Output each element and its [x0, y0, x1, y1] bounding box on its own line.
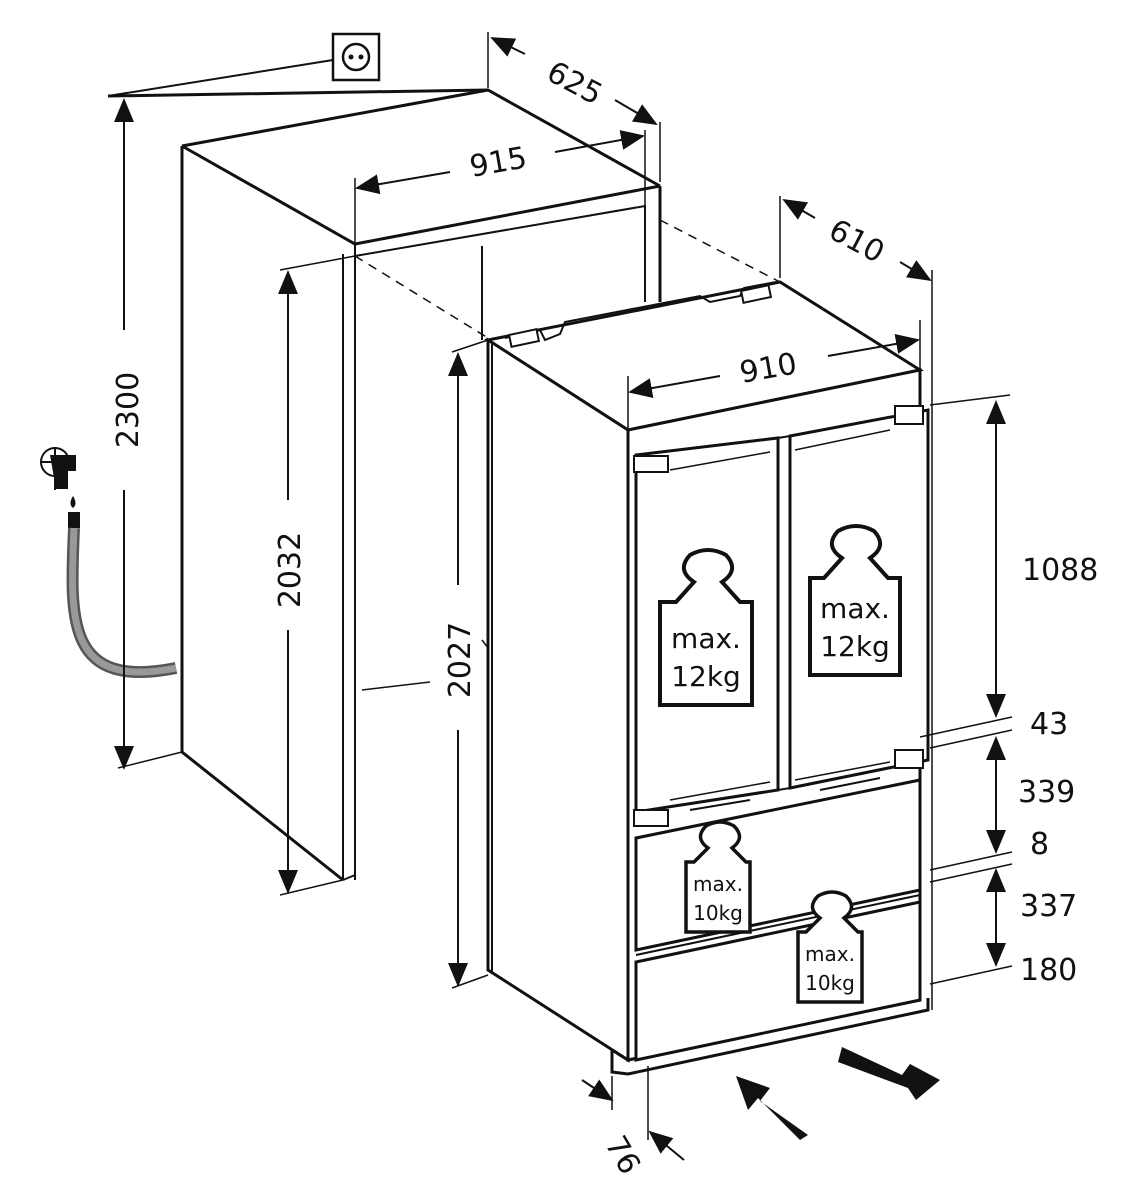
weight-drawer-lower-line2: 10kg	[805, 971, 855, 995]
weight-door-right-line2: 12kg	[820, 630, 890, 663]
label-niche-width: 915	[467, 140, 529, 184]
dimension-lines	[114, 32, 1013, 1161]
label-gap-upper: 43	[1030, 707, 1068, 742]
label-lower-drawer-height: 337	[1020, 889, 1077, 924]
weight-door-right-line1: max.	[820, 592, 890, 625]
label-gap-middle: 8	[1030, 827, 1049, 862]
water-tap-icon	[40, 447, 178, 679]
weight-door-left-line1: max.	[671, 622, 741, 655]
weight-door-left-line2: 12kg	[671, 660, 741, 693]
label-appliance-depth: 610	[823, 213, 890, 271]
label-niche-height: 2300	[111, 372, 146, 448]
label-niche-depth: 625	[541, 55, 608, 113]
label-upper-door-height: 1088	[1022, 553, 1098, 588]
power-socket-icon	[107, 32, 381, 97]
alignment-lines	[354, 219, 781, 339]
weight-drawer-upper-line2: 10kg	[693, 901, 743, 925]
label-appliance-height: 2027	[443, 622, 478, 698]
label-niche-inner-height: 2032	[273, 532, 308, 608]
weight-drawer-lower-line1: max.	[805, 942, 855, 966]
label-plinth-depth: 76	[598, 1130, 647, 1181]
label-upper-drawer-height: 339	[1018, 775, 1075, 810]
direction-arrow-icon	[736, 1047, 940, 1140]
weight-drawer-upper-line1: max.	[693, 872, 743, 896]
label-base-height: 180	[1020, 953, 1077, 988]
weight-icon: max. 12kg max. 12kg max. 10kg max. 10kg	[658, 524, 902, 1004]
